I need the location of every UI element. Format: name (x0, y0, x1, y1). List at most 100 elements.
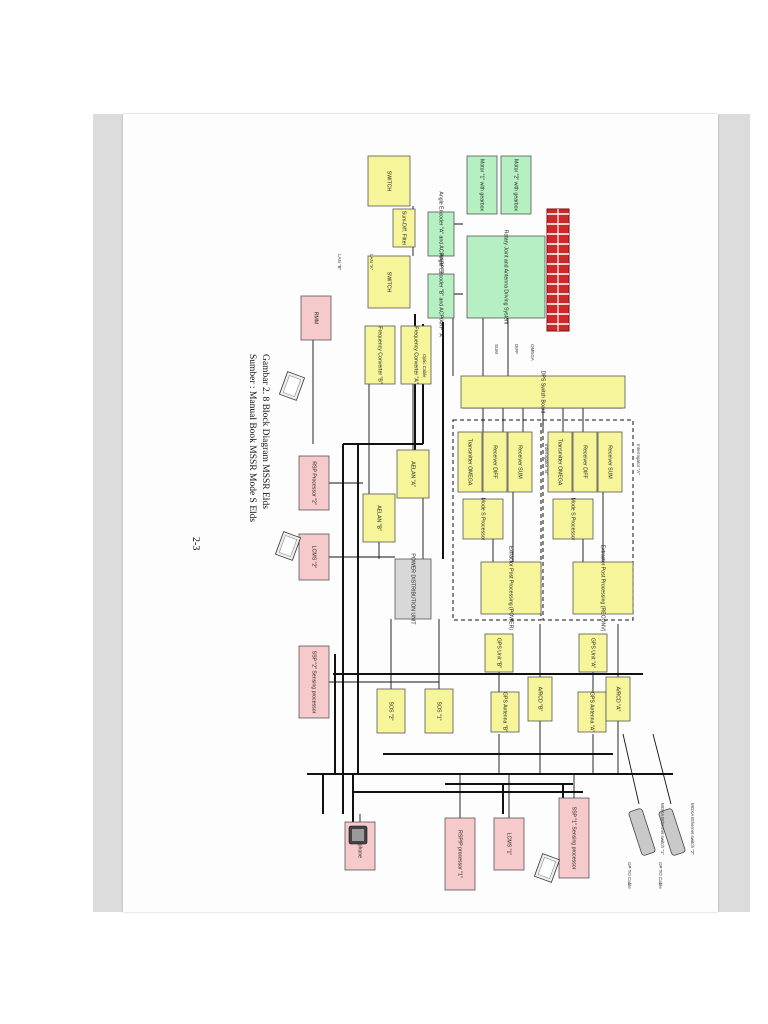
label-omega: OMEGA (530, 344, 535, 361)
block-freq-conv-a: Frequency Converter "A" (400, 325, 432, 385)
svg-text:MOXA Ethernet switch "1": MOXA Ethernet switch "1" (660, 803, 665, 855)
block-gps-ant-b: GPS Antenna "B" (490, 691, 520, 733)
block-rsp-processor-2: RSP Processor "2" (298, 455, 330, 511)
interrogator-a-frame (542, 419, 634, 621)
block-receiver-a-diff: Receiver DIFF (572, 431, 598, 493)
block-rmm: RMM (300, 295, 332, 341)
block-label-transmitter-a: Transmitter OMEGA (557, 439, 563, 486)
block-label-dps-switch: DPS Switch Board (540, 371, 546, 414)
figure-caption: Gambar 2. 8 Block Diagram MSSR Elds (260, 354, 270, 509)
block-label-switch-1: SWITCH (386, 171, 392, 192)
diagram-labels: Interrogator "A" Interrogator "B" MOXA Eth… (190, 254, 695, 889)
block-ssp-1: SSP "1" Sensing processor (558, 797, 590, 879)
block-label-power-dist: POWER DISTRIBUTION UNIT (410, 553, 416, 625)
label-interrogator-b: Interrogator "B" (544, 444, 549, 475)
block-label-lcms-2: LCMS "2" (311, 546, 317, 569)
label-sum: SUM (494, 344, 499, 354)
block-extractor-b: Extractor Post Processing (POWER) (480, 546, 542, 630)
block-rotary-joint: Rotary Joint and Antenna Driving System (466, 230, 546, 325)
label-op-to-cable-2: OP TO Cable (658, 862, 663, 889)
block-label-gps-ant-b: GPS Antenna "B" (502, 692, 508, 732)
block-label-ssp-2: SSP "2" Sensing processor (311, 651, 317, 714)
block-lcms-2: LCMS "2" (298, 533, 330, 581)
label-interrogator-a: Interrogator "A" (636, 444, 641, 475)
block-moxa-2 (658, 808, 686, 856)
figure-source: Sumber : Manual Book MSSR Mode S Elds (247, 354, 257, 522)
block-label-rsp-processor-2: RSP Processor "2" (311, 461, 317, 505)
page-number: 2-3 (190, 537, 201, 550)
block-switch-2: SWITCH (367, 255, 411, 309)
block-label-extractor-a: Extractor Post Processing (RECONV) (600, 545, 606, 632)
block-sos-1: SOS "1" (424, 688, 454, 734)
block-aelan-b: AELAN "B" (362, 493, 396, 543)
block-label-extractor-b: Extractor Post Processing (POWER) (508, 546, 514, 630)
block-moxa-1 (628, 808, 656, 856)
block-aelan-a: AELAN "A" (396, 449, 430, 499)
block-gps-a: GPS Unit "A" (578, 633, 608, 673)
block-mode-s-b: Mode S Processor (462, 498, 504, 541)
block-ssp-2: SSP "2" Sensing processor (298, 645, 330, 719)
block-label-gps-a: GPS Unit "A" (590, 638, 596, 668)
block-label-lcms-1: LCMS "1" (506, 833, 512, 856)
block-label-gps-b: GPS Unit "B" (496, 638, 502, 668)
block-angle-encoder-b: Angle Encoder "B" and ACP/ARP "A" (427, 253, 455, 339)
label-lan-a: LAN "A" (369, 254, 374, 271)
block-label-mode-s-b: Mode S Processor (480, 498, 486, 541)
block-label-aelan-a: AELAN "A" (410, 461, 416, 487)
block-label-arcd-a: A/RCD "A" (615, 687, 621, 712)
block-switch-1: SWITCH (367, 155, 411, 207)
svg-text:MOXA Ethernet switch "2": MOXA Ethernet switch "2" (690, 803, 695, 855)
label-lan-b: LAN "B" (337, 254, 342, 271)
block-label-motor-2: Motor "2" with gearbox (513, 159, 519, 212)
block-motor-2: Motor "2" with gearbox (500, 155, 532, 215)
label-optic-cable: Optic Cable (422, 354, 427, 378)
block-power-dist: POWER DISTRIBUTION UNIT (394, 553, 432, 625)
block-motor-1: Motor "1" with gearbox (466, 155, 498, 215)
laptop-icon (533, 853, 561, 883)
block-label-sum-diff-filter: Sum-Diff. Filter (401, 211, 407, 246)
block-label-ssp-1: SSP "1" Sensing processor (571, 807, 577, 870)
label-diff: DIFF (514, 344, 519, 354)
interrogator-b-frame (452, 419, 542, 621)
block-label-tx-b: Transmitter OMEGA (467, 439, 473, 486)
block-gps-b: GPS Unit "B" (484, 633, 514, 673)
phone-icon (348, 825, 368, 845)
block-label-receiver-a-sum: Receiver SUM (607, 445, 613, 478)
block-label-motor-1: Motor "1" with gearbox (479, 159, 485, 212)
block-angle-encoder-a: Angle Encoder "A" and ACP/ARP "B" (427, 191, 455, 277)
laptop-icon (278, 371, 306, 401)
block-label-rmm: RMM (313, 312, 319, 324)
block-label-rx-b-diff: Receiver DIFF (492, 445, 498, 478)
block-receiver-a-sum: Receiver SUM (597, 431, 623, 493)
block-sos-2: SOS "2" (376, 688, 406, 734)
block-label-arcd-b: A/RCD "B" (537, 687, 543, 712)
block-rsp-processor-1: RSP/P processor "1" (444, 817, 476, 891)
antenna-array-icon (546, 208, 570, 332)
block-mode-s-a: Mode S Processor (552, 498, 594, 541)
block-label-gps-ant-a: GPS Antenna "A" (589, 692, 595, 732)
block-label-rsp-processor-1: RSP/P processor "1" (457, 830, 463, 878)
block-label-angle-encoder-a: Angle Encoder "A" and ACP/ARP "B" (438, 191, 444, 276)
block-label-switch-2: SWITCH (386, 272, 392, 293)
block-label-rx-b-sum: Receiver SUM (517, 445, 523, 478)
block-label-sip-phone: SIP phone (357, 834, 363, 858)
block-transmitter-a: Transmitter OMEGA (547, 431, 573, 493)
block-sum-diff-filter: Sum-Diff. Filter (392, 208, 416, 248)
block-arcd-b: A/RCD "B" (527, 676, 553, 722)
block-label-sos-2: SOS "2" (388, 702, 394, 721)
block-gps-ant-a: GPS Antenna "A" (577, 691, 607, 733)
block-label-mode-s-a: Mode S Processor (570, 498, 576, 541)
block-arcd-a: A/RCD "A" (605, 676, 631, 722)
block-label-receiver-a-diff: Receiver DIFF (582, 445, 588, 478)
block-dps-switch: DPS Switch Board (460, 371, 626, 414)
block-label-freq-conv-b: Frequency Converter "B" (377, 326, 383, 383)
block-label-rotary-joint: Rotary Joint and Antenna Driving System (503, 230, 509, 325)
block-extractor-a: Extractor Post Processing (RECONV) (572, 545, 634, 632)
block-label-sos-1: SOS "1" (436, 702, 442, 721)
block-freq-conv-b: Frequency Converter "B" (364, 325, 396, 385)
label-op-to-cable-1: OP TO Cable (627, 862, 632, 889)
